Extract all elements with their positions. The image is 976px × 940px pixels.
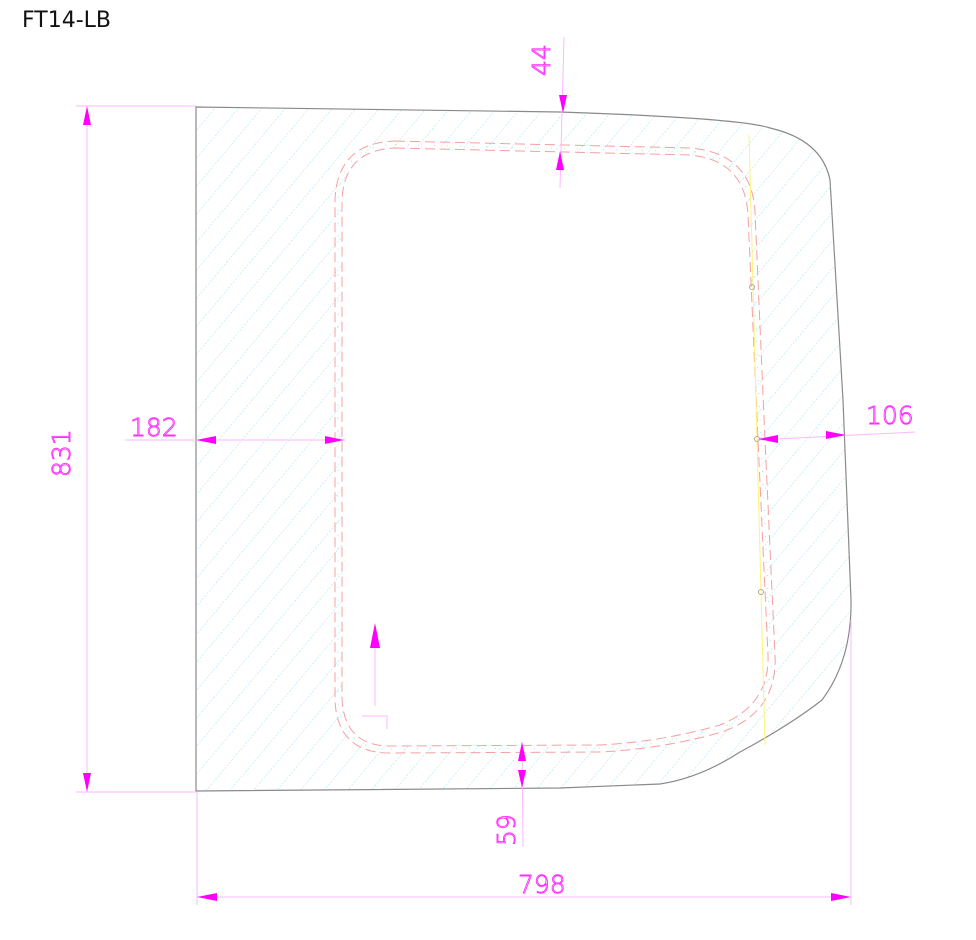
dimension-right-margin: 106 <box>756 401 916 443</box>
dimension-top-margin: 44 <box>527 36 567 189</box>
arrow-up-icon <box>518 742 526 761</box>
extension-lines <box>76 105 852 905</box>
part-number-title: FT14-LB <box>22 8 111 33</box>
up-arrow-icon <box>370 623 380 648</box>
arrow-down-icon <box>559 95 567 113</box>
arrow-up-icon <box>83 106 91 125</box>
arrow-right-icon <box>831 893 851 901</box>
arrow-left-icon <box>196 436 216 444</box>
right-margin-label: 106 <box>866 401 914 430</box>
arrow-down-icon <box>83 773 91 792</box>
arrow-left-icon <box>197 893 217 901</box>
bottom-margin-label: 59 <box>492 814 521 846</box>
dimension-left-margin: 182 <box>125 413 345 444</box>
hatched-glass-area <box>196 107 852 791</box>
inner-opening-outline <box>334 140 776 754</box>
arrow-right-icon <box>325 436 344 444</box>
dimension-bottom-margin: 59 <box>492 741 526 848</box>
dimension-width: 798 <box>197 870 851 901</box>
dimension-height: 831 <box>47 106 91 792</box>
panel-outline <box>195 106 852 792</box>
arrow-left-icon <box>758 435 778 443</box>
corner-bracket-icon <box>362 715 388 729</box>
width-label: 798 <box>518 870 566 899</box>
orientation-marker <box>362 623 388 729</box>
reference-point-icon <box>758 589 764 595</box>
left-margin-label: 182 <box>130 413 178 442</box>
arrow-down-icon <box>518 770 526 788</box>
arrow-right-icon <box>826 431 846 439</box>
top-margin-label: 44 <box>527 44 556 76</box>
height-label: 831 <box>47 429 76 477</box>
arrow-up-icon <box>556 151 564 170</box>
reference-point-icon <box>749 284 755 290</box>
